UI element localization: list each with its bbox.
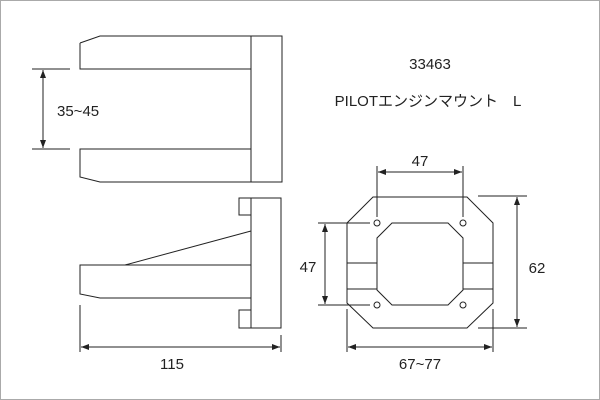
- dimension-label-height: 62: [529, 260, 546, 277]
- side-view: 115: [79, 197, 282, 373]
- top-view: 35~45: [32, 35, 283, 183]
- part-number: 33463: [409, 56, 451, 73]
- dimension-label-length: 115: [160, 356, 184, 373]
- mount-hole: [459, 219, 467, 227]
- mount-hole: [373, 219, 381, 227]
- dimension-label-hole-horizontal: 47: [412, 153, 429, 170]
- mount-hole: [459, 301, 467, 309]
- mount-hole: [373, 301, 381, 309]
- dimension-label-width: 67~77: [399, 356, 441, 373]
- part-name: PILOTエンジンマウント L: [335, 93, 522, 110]
- front-view: 47 47 62 67~77: [300, 153, 546, 373]
- dimension-label-gap: 35~45: [57, 103, 99, 120]
- dimension-label-hole-vertical: 47: [300, 259, 317, 276]
